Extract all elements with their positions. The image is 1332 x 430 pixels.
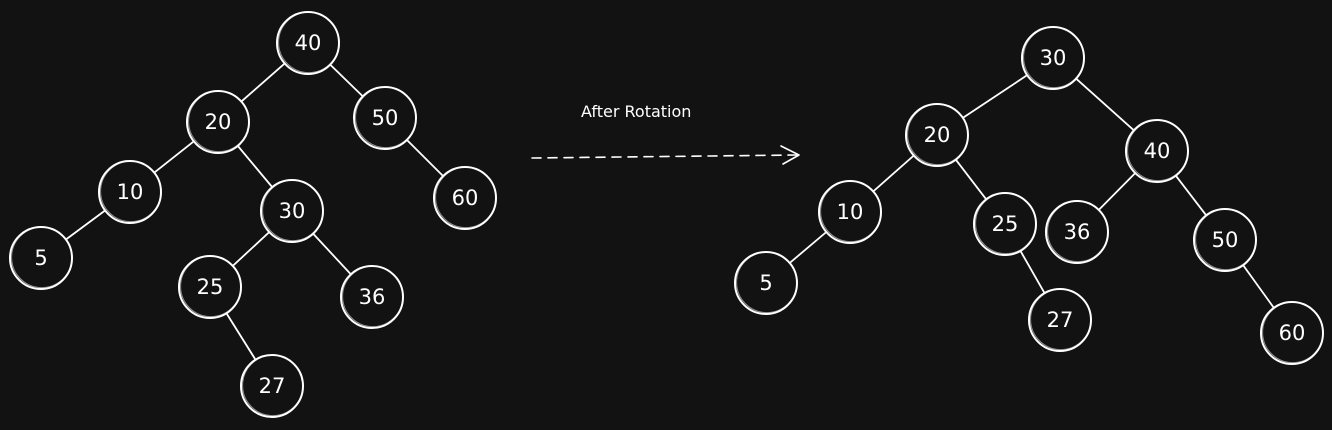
after-rotation-edge <box>1173 172 1209 219</box>
before-rotation-edge <box>403 136 447 180</box>
before-rotation-edge <box>223 309 259 364</box>
after-rotation-node-60: 60 <box>1260 301 1324 365</box>
node-label: 27 <box>1047 308 1074 332</box>
after-rotation-node-36: 36 <box>1045 200 1109 264</box>
before-rotation-edge <box>229 229 273 269</box>
after-rotation-node-50: 50 <box>1193 208 1257 272</box>
node-circle-sketch <box>820 180 882 243</box>
after-rotation-edge <box>786 229 830 266</box>
node-label: 20 <box>924 123 951 147</box>
node-circle-sketch <box>1262 301 1324 364</box>
node-label: 10 <box>117 180 144 204</box>
before-rotation-node-25: 25 <box>178 255 242 319</box>
node-label: 5 <box>34 246 47 270</box>
after-rotation-edge <box>953 156 989 203</box>
before-rotation-node-40: 40 <box>276 11 340 75</box>
before-rotation-node-36: 36 <box>340 265 404 329</box>
node-circle-sketch <box>736 251 798 314</box>
before-rotation-node-20: 20 <box>186 90 250 154</box>
node-label: 36 <box>1064 220 1091 244</box>
node-circle-sketch <box>1047 200 1109 263</box>
after-rotation-edge <box>1072 75 1138 134</box>
node-circle-sketch <box>1030 288 1092 351</box>
node-circle-sketch <box>342 265 404 328</box>
node-circle-sketch <box>907 103 969 166</box>
after-rotation-node-25: 25 <box>973 192 1037 256</box>
before-rotation-node-5: 5 <box>9 226 73 290</box>
before-rotation-node-60: 60 <box>433 166 497 230</box>
node-label: 25 <box>197 275 224 299</box>
before-rotation-node-50: 50 <box>353 86 417 150</box>
node-circle-sketch <box>262 179 324 242</box>
nodes-layer: 40 20 50 10 30 60 5 25 36 27 30 20 40 10 25 36 50 5 27 60 <box>9 11 1324 418</box>
node-label: 20 <box>205 110 232 134</box>
node-circle-sketch <box>1195 208 1257 271</box>
after-rotation-node-40: 40 <box>1125 119 1189 183</box>
node-circle-sketch <box>11 226 73 289</box>
edges-layer <box>62 60 1277 364</box>
after-rotation-node-20: 20 <box>905 103 969 167</box>
after-rotation-edge <box>959 72 1031 121</box>
node-circle-sketch <box>100 160 162 223</box>
node-circle-sketch <box>242 354 304 417</box>
node-circle-sketch <box>435 166 497 229</box>
rotation-arrow: After Rotation <box>531 102 800 165</box>
node-label: 25 <box>992 212 1019 236</box>
node-circle-sketch <box>180 255 242 318</box>
after-rotation-edge <box>1018 247 1047 297</box>
node-label: 30 <box>279 199 306 223</box>
node-label: 30 <box>1040 46 1067 70</box>
node-label: 36 <box>359 285 386 309</box>
node-circle-sketch <box>1023 26 1085 89</box>
before-rotation-edge <box>327 61 366 100</box>
before-rotation-node-10: 10 <box>98 160 162 224</box>
node-label: 50 <box>1212 228 1239 252</box>
node-circle-sketch <box>278 11 340 74</box>
node-label: 60 <box>1279 321 1306 345</box>
node-circle-sketch <box>975 192 1037 255</box>
before-rotation-edge <box>238 60 288 105</box>
before-rotation-edge <box>62 207 109 243</box>
after-rotation-edge <box>1240 261 1277 312</box>
before-rotation-edge <box>150 138 198 176</box>
arrow-shaft <box>531 154 798 159</box>
after-rotation-node-27: 27 <box>1028 288 1092 352</box>
before-rotation-edge <box>234 142 276 191</box>
before-rotation-node-27: 27 <box>240 354 304 418</box>
after-rotation-node-5: 5 <box>734 251 798 315</box>
node-label: 60 <box>452 186 479 210</box>
arrow-head-icon <box>780 145 800 165</box>
after-rotation-edge <box>1095 169 1139 214</box>
node-circle-sketch <box>355 86 417 149</box>
after-rotation-node-30: 30 <box>1021 26 1085 90</box>
after-rotation-edge <box>870 152 917 195</box>
node-label: 10 <box>837 200 864 224</box>
after-rotation-node-10: 10 <box>818 180 882 244</box>
node-label: 5 <box>759 271 772 295</box>
node-label: 40 <box>1144 139 1171 163</box>
caption-label: After Rotation <box>581 102 691 121</box>
before-rotation-node-30: 30 <box>260 179 324 243</box>
node-label: 27 <box>259 374 286 398</box>
node-label: 50 <box>372 106 399 130</box>
node-circle-sketch <box>188 90 250 153</box>
node-label: 40 <box>295 31 322 55</box>
before-rotation-edge <box>310 230 354 278</box>
node-circle-sketch <box>1127 119 1189 182</box>
